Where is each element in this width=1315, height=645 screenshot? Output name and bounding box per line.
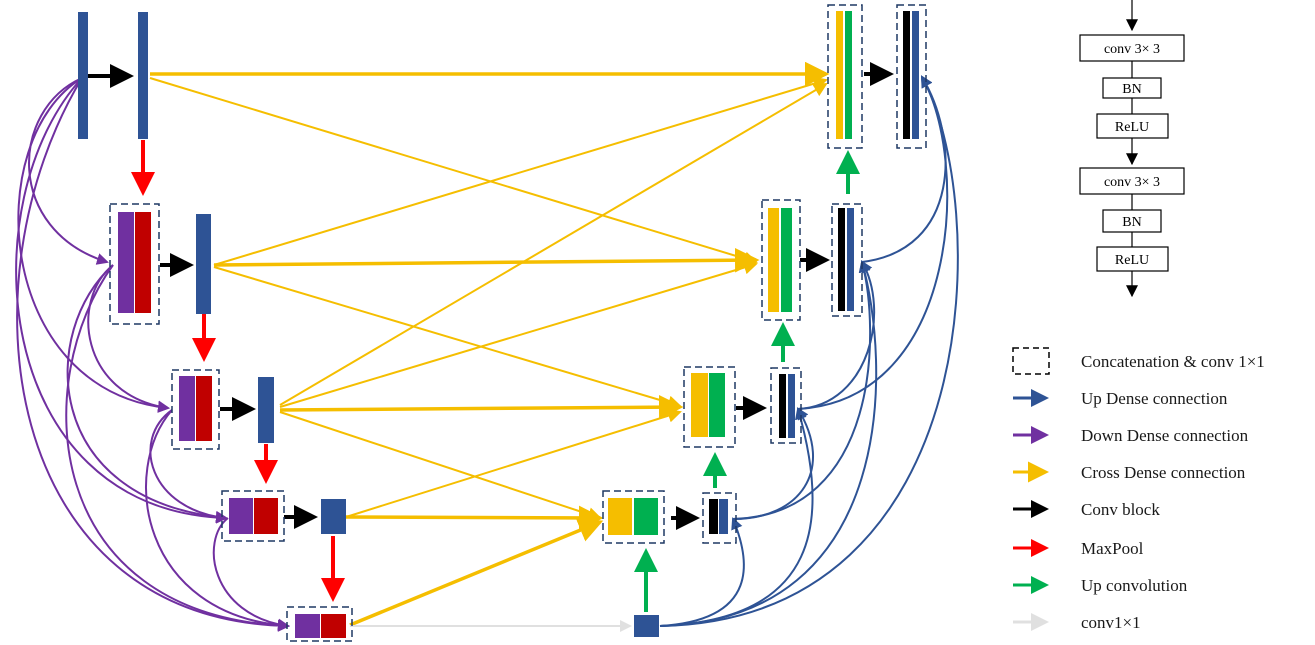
legend-up-conv-label: Up convolution: [1081, 576, 1188, 595]
cross-dense-arrow: [213, 76, 828, 266]
up-dense-arrow: [732, 407, 814, 520]
feature-map: [295, 614, 320, 638]
feature-map: [847, 208, 854, 311]
legend: Concatenation & conv 1×1 Up Dense connec…: [1012, 347, 1265, 632]
relu-label: ReLU: [1115, 120, 1149, 135]
concat-box: [827, 4, 863, 149]
up-dense-arrow: [659, 75, 959, 627]
conv-block-detail: conv 3× 3 BN ReLU conv 3× 3 BN ReLU: [1079, 0, 1185, 298]
concat-box: [831, 203, 863, 317]
feature-map: [634, 615, 659, 637]
feature-map: [179, 376, 195, 441]
legend-maxpool-label: MaxPool: [1081, 539, 1144, 558]
legend-down-dense-label: Down Dense connection: [1081, 426, 1249, 445]
up-dense-arrow: [861, 75, 947, 263]
conv-3x3-box: [1079, 34, 1185, 62]
down-dense-arrow: [66, 264, 228, 523]
concat-box: [761, 199, 801, 321]
cross-dense-arrow: [149, 77, 758, 266]
legend-concat-swatch: [1012, 347, 1050, 375]
down-dense-arrow: [145, 409, 290, 632]
feature-map: [229, 498, 253, 534]
feature-map: [608, 498, 632, 535]
conv-3x3-label: conv 3× 3: [1104, 42, 1160, 57]
concat-box: [896, 4, 927, 149]
concat-box: [602, 490, 665, 544]
feature-map: [196, 214, 211, 314]
down-dense-arrow: [15, 77, 228, 524]
encoder: [78, 12, 353, 642]
up-dense-arrow: [797, 260, 876, 410]
conv-block-arrows: [88, 62, 894, 530]
down-dense-arrow: [149, 409, 228, 523]
legend-up-dense-label: Up Dense connection: [1081, 389, 1228, 408]
bn-label: BN: [1122, 215, 1141, 230]
concat-box: [221, 490, 285, 542]
decoder: [602, 4, 927, 637]
up-dense-connections: [659, 75, 959, 627]
up-dense-arrow: [659, 517, 745, 627]
down-dense-arrow: [28, 77, 109, 265]
feature-map: [254, 498, 278, 534]
cross-dense-arrow: [345, 505, 604, 531]
feature-map: [138, 12, 148, 139]
feature-map: [845, 11, 852, 139]
relu-box: [1096, 246, 1169, 272]
feature-map: [838, 208, 845, 311]
up-conv-arrows: [634, 150, 860, 612]
feature-map: [903, 11, 910, 139]
cross-dense-connections: [149, 61, 830, 627]
legend-cross-dense-label: Cross Dense connection: [1081, 463, 1246, 482]
feature-map: [768, 208, 779, 312]
cross-dense-arrow: [345, 408, 682, 518]
feature-map: [691, 373, 708, 437]
down-dense-arrow: [17, 77, 170, 413]
down-dense-arrow: [16, 77, 290, 632]
feature-map: [321, 499, 346, 534]
feature-map: [709, 373, 725, 437]
cross-dense-arrow: [279, 394, 684, 420]
feature-map: [258, 377, 274, 443]
bn-label: BN: [1122, 82, 1141, 97]
concat-box: [702, 492, 737, 544]
feature-map: [135, 212, 151, 313]
conv-3x3-box: [1079, 167, 1185, 195]
maxpool-arrows: [131, 140, 345, 602]
feature-map: [196, 376, 212, 441]
concat-box: [286, 606, 353, 642]
feature-map: [912, 11, 919, 139]
concat-box: [770, 367, 802, 444]
up-dense-arrow: [732, 260, 872, 520]
legend-conv-block-label: Conv block: [1081, 500, 1160, 519]
feature-map: [321, 614, 346, 638]
feature-map: [781, 208, 792, 312]
cross-dense-arrow: [213, 266, 682, 410]
cross-dense-arrow: [279, 411, 602, 521]
feature-map: [836, 11, 843, 139]
cross-dense-arrow: [213, 247, 760, 273]
down-dense-connections: [15, 77, 290, 632]
feature-map: [779, 374, 786, 438]
feature-map: [709, 499, 718, 534]
feature-map: [788, 374, 795, 438]
down-dense-arrow: [65, 264, 290, 632]
cross-dense-arrow: [279, 260, 758, 408]
feature-map: [634, 498, 658, 535]
concat-box: [171, 369, 220, 450]
up-dense-arrow: [659, 260, 878, 627]
cross-dense-arrow: [279, 82, 828, 406]
up-dense-arrow: [797, 75, 949, 410]
down-dense-arrow: [212, 517, 290, 631]
feature-map: [78, 12, 88, 139]
legend-conv1x1-label: conv1×1: [1081, 613, 1141, 632]
legend-concat-label: Concatenation & conv 1×1: [1081, 352, 1265, 371]
conv-3x3-label: conv 3× 3: [1104, 175, 1160, 190]
feature-map: [118, 212, 134, 313]
feature-map: [719, 499, 728, 534]
concat-box: [683, 366, 736, 448]
cross-dense-arrow: [349, 518, 604, 627]
concat-box: [109, 203, 160, 325]
relu-label: ReLU: [1115, 253, 1149, 268]
